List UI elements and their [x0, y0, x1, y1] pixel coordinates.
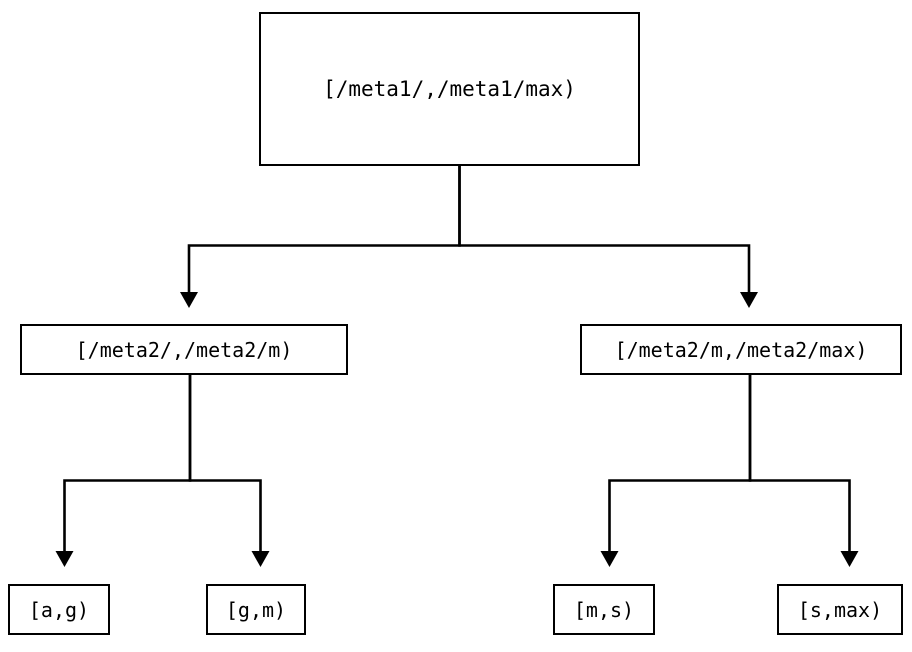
edge-mid-left-to-leaf-ag [55, 375, 192, 567]
tree-node-mid-right: [/meta2/m,/meta2/max) [580, 324, 902, 375]
arrowhead-triangle-down [840, 551, 859, 567]
tree-node-mid-left: [/meta2/,/meta2/m) [20, 324, 348, 375]
tree-node-root: [/meta1/,/meta1/max) [259, 12, 640, 166]
tree-node-leaf-smax: [s,max) [777, 584, 903, 635]
tree-node-leaf-ms: [m,s) [553, 584, 655, 635]
edge-mid-right-to-leaf-ms [600, 375, 752, 567]
edge-mid-right-to-leaf-smax [748, 375, 859, 567]
arrowhead-triangle-down [251, 551, 270, 567]
edge-root-to-mid-right [458, 166, 758, 308]
arrowhead-triangle-down [600, 551, 619, 567]
arrowhead-triangle-down [55, 551, 74, 567]
arrowhead-triangle-down [740, 292, 758, 308]
edge-mid-left-to-leaf-gm [188, 375, 270, 567]
tree-node-leaf-ag: [a,g) [8, 584, 110, 635]
edge-root-to-mid-left [180, 166, 461, 308]
tree-node-leaf-gm: [g,m) [206, 584, 306, 635]
arrowhead-triangle-down [180, 292, 198, 308]
